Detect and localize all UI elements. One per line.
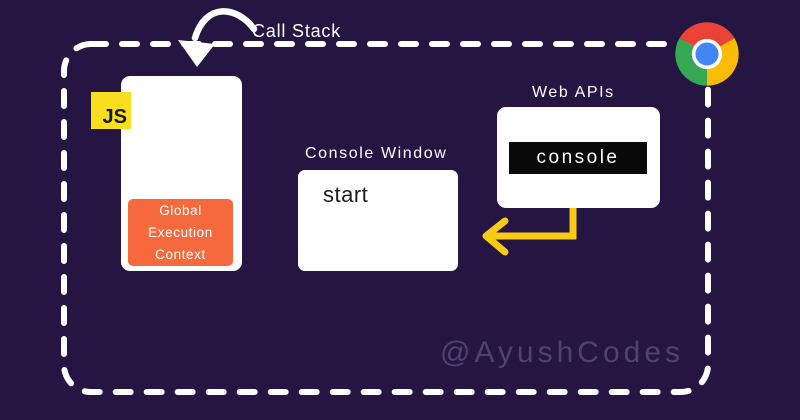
chrome-browser-icon (675, 22, 739, 86)
watermark-text: @AyushCodes (440, 336, 685, 369)
global-execution-context-frame: Global Execution Context (128, 199, 233, 266)
javascript-logo-icon: JS (91, 92, 131, 129)
web-apis-label: Web APIs (532, 84, 615, 101)
global-execution-context-label: Global Execution Context (148, 202, 213, 262)
console-window-label: Console Window (305, 145, 448, 162)
call-stack-label: Call Stack (252, 21, 342, 41)
js-badge-label: JS (102, 106, 127, 128)
console-window-box: start (298, 170, 458, 271)
console-output-text: start (323, 182, 369, 207)
web-apis-box: console (497, 107, 660, 208)
console-api-chip: console (509, 142, 647, 174)
